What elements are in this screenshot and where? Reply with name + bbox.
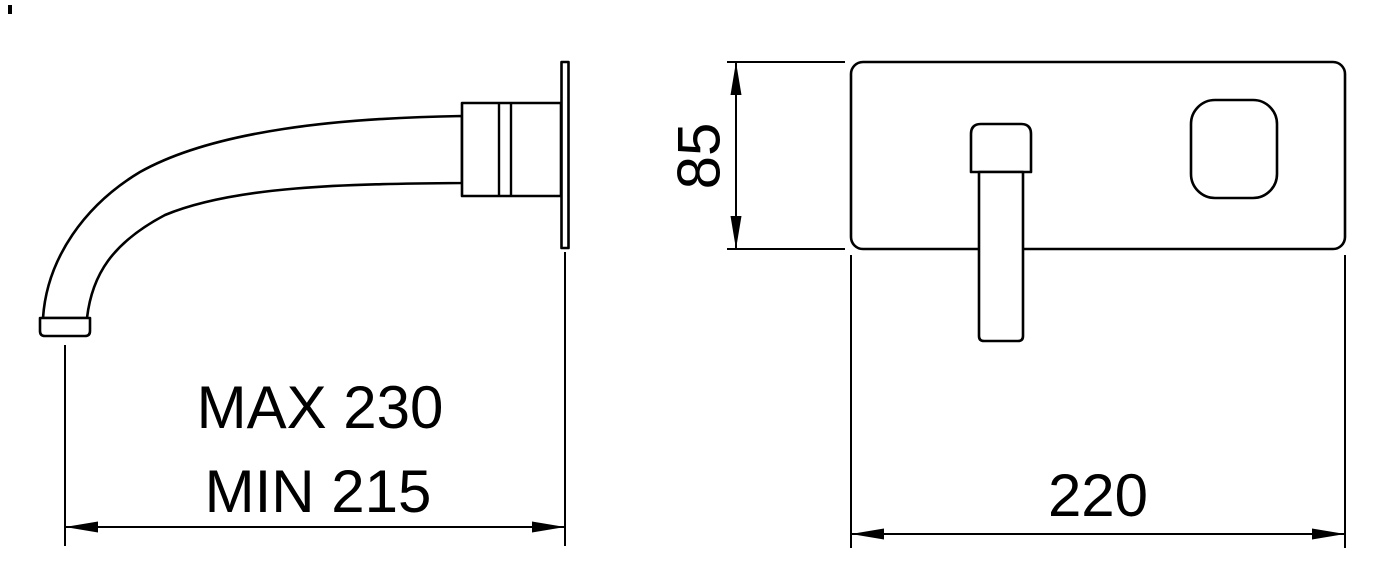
spout-reach-dimension: MAX 230 MIN 215 [64,252,566,546]
dimension-label-max: MAX 230 [197,374,444,441]
spout-tube [41,114,464,320]
spout-outlet [38,316,92,338]
handle-lever [977,170,1025,343]
arrowhead-left [65,521,98,533]
stray-mark [8,5,12,14]
arrowhead-top [730,62,742,95]
dimension-label-min: MIN 215 [205,458,432,525]
wall-flange [560,60,570,250]
arrowhead-bottom [730,216,742,249]
plate-width-dimension: 220 [850,255,1346,548]
plate-height-dimension: 85 [666,61,845,250]
dimension-label-width: 220 [1048,462,1148,529]
arrowhead-right [532,521,565,533]
arrowhead-right [1312,528,1345,540]
arrowhead-left [851,528,884,540]
handle-base [969,122,1033,174]
dimension-label-height: 85 [666,123,733,190]
mixer-plate-front-view [849,60,1347,343]
spout-side-view [38,60,570,338]
spout-escutcheon [1189,98,1279,200]
